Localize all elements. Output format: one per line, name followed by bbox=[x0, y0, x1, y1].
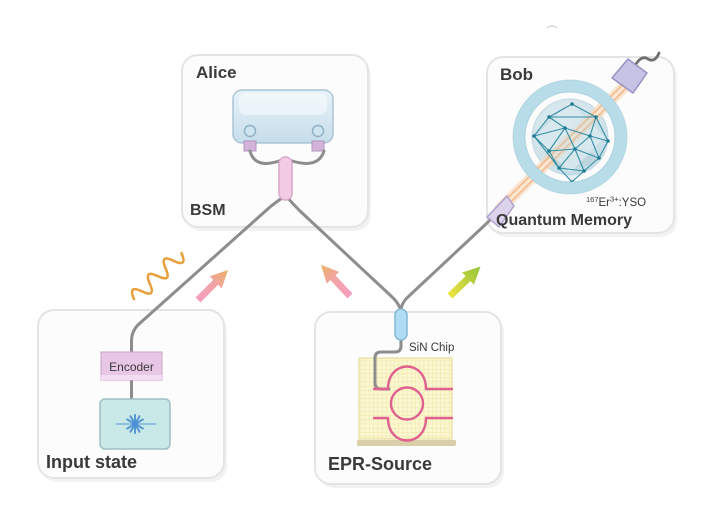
crystal-lattice bbox=[532, 102, 610, 184]
arrow-idler-photon-icon bbox=[321, 264, 353, 299]
crystal-edges bbox=[533, 103, 609, 183]
memory-ring bbox=[513, 80, 627, 194]
connector-right bbox=[311, 140, 325, 152]
faint-mark bbox=[546, 25, 558, 29]
fiber-to-chip bbox=[373, 338, 403, 391]
arrow-input-photon-icon bbox=[195, 269, 229, 303]
quantum-memory-label: Quantum Memory bbox=[496, 212, 632, 229]
memory-ring-outer-edge bbox=[512, 79, 628, 195]
input-state-title: Input state bbox=[46, 452, 137, 472]
bsm-label: BSM bbox=[190, 202, 226, 219]
detector-wire-left bbox=[248, 149, 284, 165]
collimator-bottom-icon bbox=[486, 195, 515, 228]
detector-port-right bbox=[311, 124, 325, 138]
fiber-epr-to-bsm bbox=[285, 195, 402, 313]
chip-stage bbox=[357, 440, 456, 446]
fiber-epr-to-bob bbox=[399, 211, 499, 313]
laser-starburst-icon bbox=[115, 414, 157, 434]
crystal-material-label: 167Er3+:YSO bbox=[586, 195, 646, 210]
encoder-label: Encoder bbox=[109, 360, 154, 374]
detector-port-left bbox=[243, 124, 257, 138]
sin-chip-label: SiN Chip bbox=[409, 342, 454, 354]
alice-title: Alice bbox=[196, 63, 237, 82]
wdm-splitter-capsule bbox=[394, 308, 408, 341]
input-group bbox=[99, 351, 171, 450]
bus-waveguide-bottom bbox=[372, 416, 454, 442]
ring-resonator bbox=[389, 386, 425, 421]
fiber-input-to-bsm bbox=[130, 195, 286, 355]
epr-source-title: EPR-Source bbox=[328, 454, 432, 474]
epr-group bbox=[357, 308, 456, 446]
collimator-fiber-tail bbox=[634, 51, 661, 66]
alice-group bbox=[232, 89, 334, 201]
crystal-nodes bbox=[532, 102, 610, 184]
arrow-signal-photon-icon bbox=[447, 266, 481, 299]
collimator-top-icon bbox=[611, 58, 648, 94]
bsm-fiber-splitter-capsule bbox=[278, 156, 293, 201]
sin-chip bbox=[358, 357, 453, 440]
encoder-base-strip bbox=[101, 375, 162, 380]
bob-title: Bob bbox=[500, 65, 533, 84]
bob-group bbox=[486, 51, 661, 228]
detector-wire-right bbox=[287, 149, 326, 165]
detector-box bbox=[232, 89, 334, 144]
chip-waveguides bbox=[372, 365, 454, 442]
bus-waveguide-top bbox=[372, 365, 454, 391]
detector-highlight bbox=[239, 93, 327, 115]
photon-squiggle-icon bbox=[130, 251, 185, 301]
memory-ring-inner-edge bbox=[524, 91, 616, 183]
